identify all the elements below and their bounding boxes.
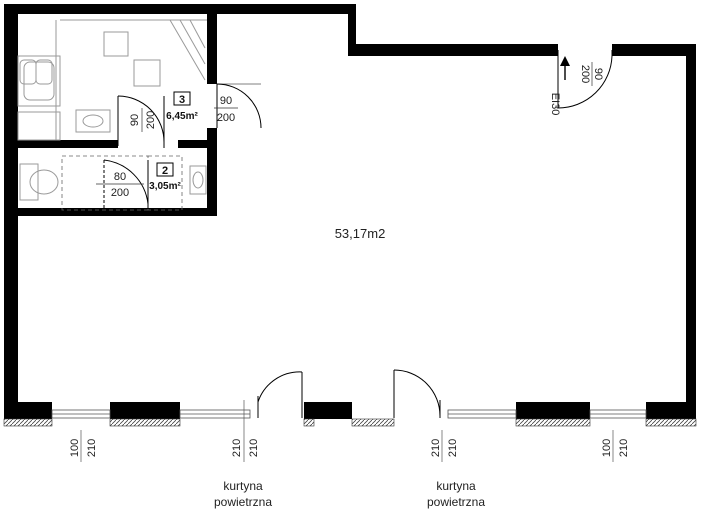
- curtain1-line2: powietrzna: [214, 495, 272, 509]
- window4-height: 210: [618, 439, 630, 457]
- window4-width: 100: [601, 439, 613, 457]
- room3-area: 6,45m²: [166, 111, 198, 122]
- curtain1-line1: kurtyna: [223, 479, 263, 493]
- bathroom-fixtures: [17, 19, 207, 201]
- window3-width: 210: [430, 439, 442, 457]
- toilet-door-h-height: 200: [111, 187, 129, 199]
- window-dimension-lines: [80, 400, 614, 462]
- door3-height: 200: [217, 112, 235, 124]
- entry-door-rating: EI30: [549, 93, 561, 116]
- room3-number: 3: [179, 94, 185, 106]
- entry-door-height: 200: [579, 65, 591, 83]
- room2-area: 3,05m²: [149, 181, 181, 192]
- window2-width: 210: [231, 439, 243, 457]
- window1-width: 100: [69, 439, 81, 457]
- toilet-door-v-width: 90: [129, 114, 141, 126]
- toilet-door-h-width: 80: [114, 171, 126, 183]
- toilet-door-v-height: 200: [145, 111, 157, 129]
- interior-walls: [4, 4, 217, 216]
- door3-width: 90: [220, 95, 232, 107]
- room2-number: 2: [162, 165, 168, 177]
- doors: [103, 50, 613, 418]
- window2-height: 210: [248, 439, 260, 457]
- window1-height: 210: [86, 439, 98, 457]
- windows: [51, 409, 647, 419]
- main-area-label: 53,17m2: [335, 226, 386, 241]
- room2-number-box: [156, 162, 174, 177]
- room3-number-box: [173, 91, 191, 106]
- curtain2-line1: kurtyna: [436, 479, 476, 493]
- entry-arrow-icon: [560, 56, 570, 80]
- entry-door-width: 90: [592, 68, 604, 80]
- curtain2-line2: powietrzna: [427, 495, 485, 509]
- sill-hatching: [3, 418, 697, 427]
- window3-height: 210: [447, 439, 459, 457]
